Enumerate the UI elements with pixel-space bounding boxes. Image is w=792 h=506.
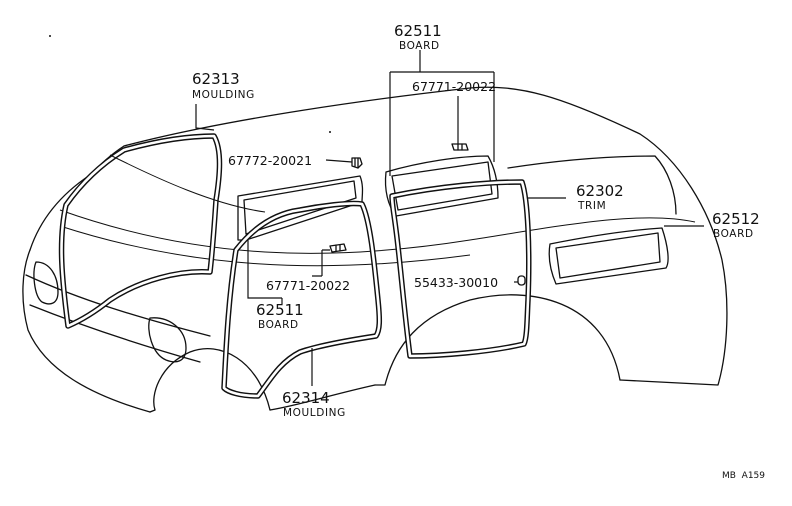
label-62511-top: 62511 BOARD xyxy=(394,22,442,52)
label-62512: 62512 BOARD xyxy=(712,210,760,240)
leader-lines xyxy=(195,50,704,386)
part-number: 62511 xyxy=(394,22,442,40)
label-62511-mid: 62511 BOARD xyxy=(256,301,304,331)
label-62313: 62313 MOULDING xyxy=(192,70,255,101)
windshield-moulding-62313[interactable] xyxy=(58,133,266,329)
clip-55433[interactable] xyxy=(517,275,526,286)
label-62302: 62302 TRIM xyxy=(576,182,624,212)
label-67771-mid: 67771-20022 xyxy=(266,278,350,293)
part-number: 62512 xyxy=(712,210,760,228)
front-board-62511[interactable] xyxy=(237,175,364,241)
part-number: 67772-20021 xyxy=(228,153,312,168)
part-description: BOARD xyxy=(399,40,440,52)
clip-67771-upper[interactable] xyxy=(451,143,469,151)
part-description: MOULDING xyxy=(192,89,255,101)
part-number: 62511 xyxy=(256,301,304,319)
part-description: BOARD xyxy=(713,228,754,240)
label-67772: 67772-20021 xyxy=(228,153,312,168)
label-62314: 62314 MOULDING xyxy=(282,389,346,419)
front-door-moulding-62314[interactable] xyxy=(221,200,383,399)
part-number: 62302 xyxy=(576,182,624,200)
part-number: 55433-30010 xyxy=(414,275,498,290)
reference-code: MB A159 xyxy=(722,471,765,481)
label-67771-top: 67771-20022 xyxy=(412,79,496,94)
part-description: MOULDING xyxy=(283,407,346,419)
part-number: 62314 xyxy=(282,389,330,407)
rear-quarter-board-62512[interactable] xyxy=(548,227,669,285)
rear-board-62511[interactable] xyxy=(384,155,499,217)
vehicle-body xyxy=(22,35,728,413)
part-number: 62313 xyxy=(192,70,240,88)
part-description: BOARD xyxy=(258,319,299,331)
part-number: 67771-20022 xyxy=(266,278,350,293)
label-55433: 55433-30010 xyxy=(414,275,498,290)
clip-67772[interactable] xyxy=(351,157,363,169)
part-description: TRIM xyxy=(577,200,606,212)
sliding-door-trim-62302[interactable] xyxy=(389,179,532,359)
part-number: 67771-20022 xyxy=(412,79,496,94)
clip-67771-lower[interactable] xyxy=(329,243,347,253)
